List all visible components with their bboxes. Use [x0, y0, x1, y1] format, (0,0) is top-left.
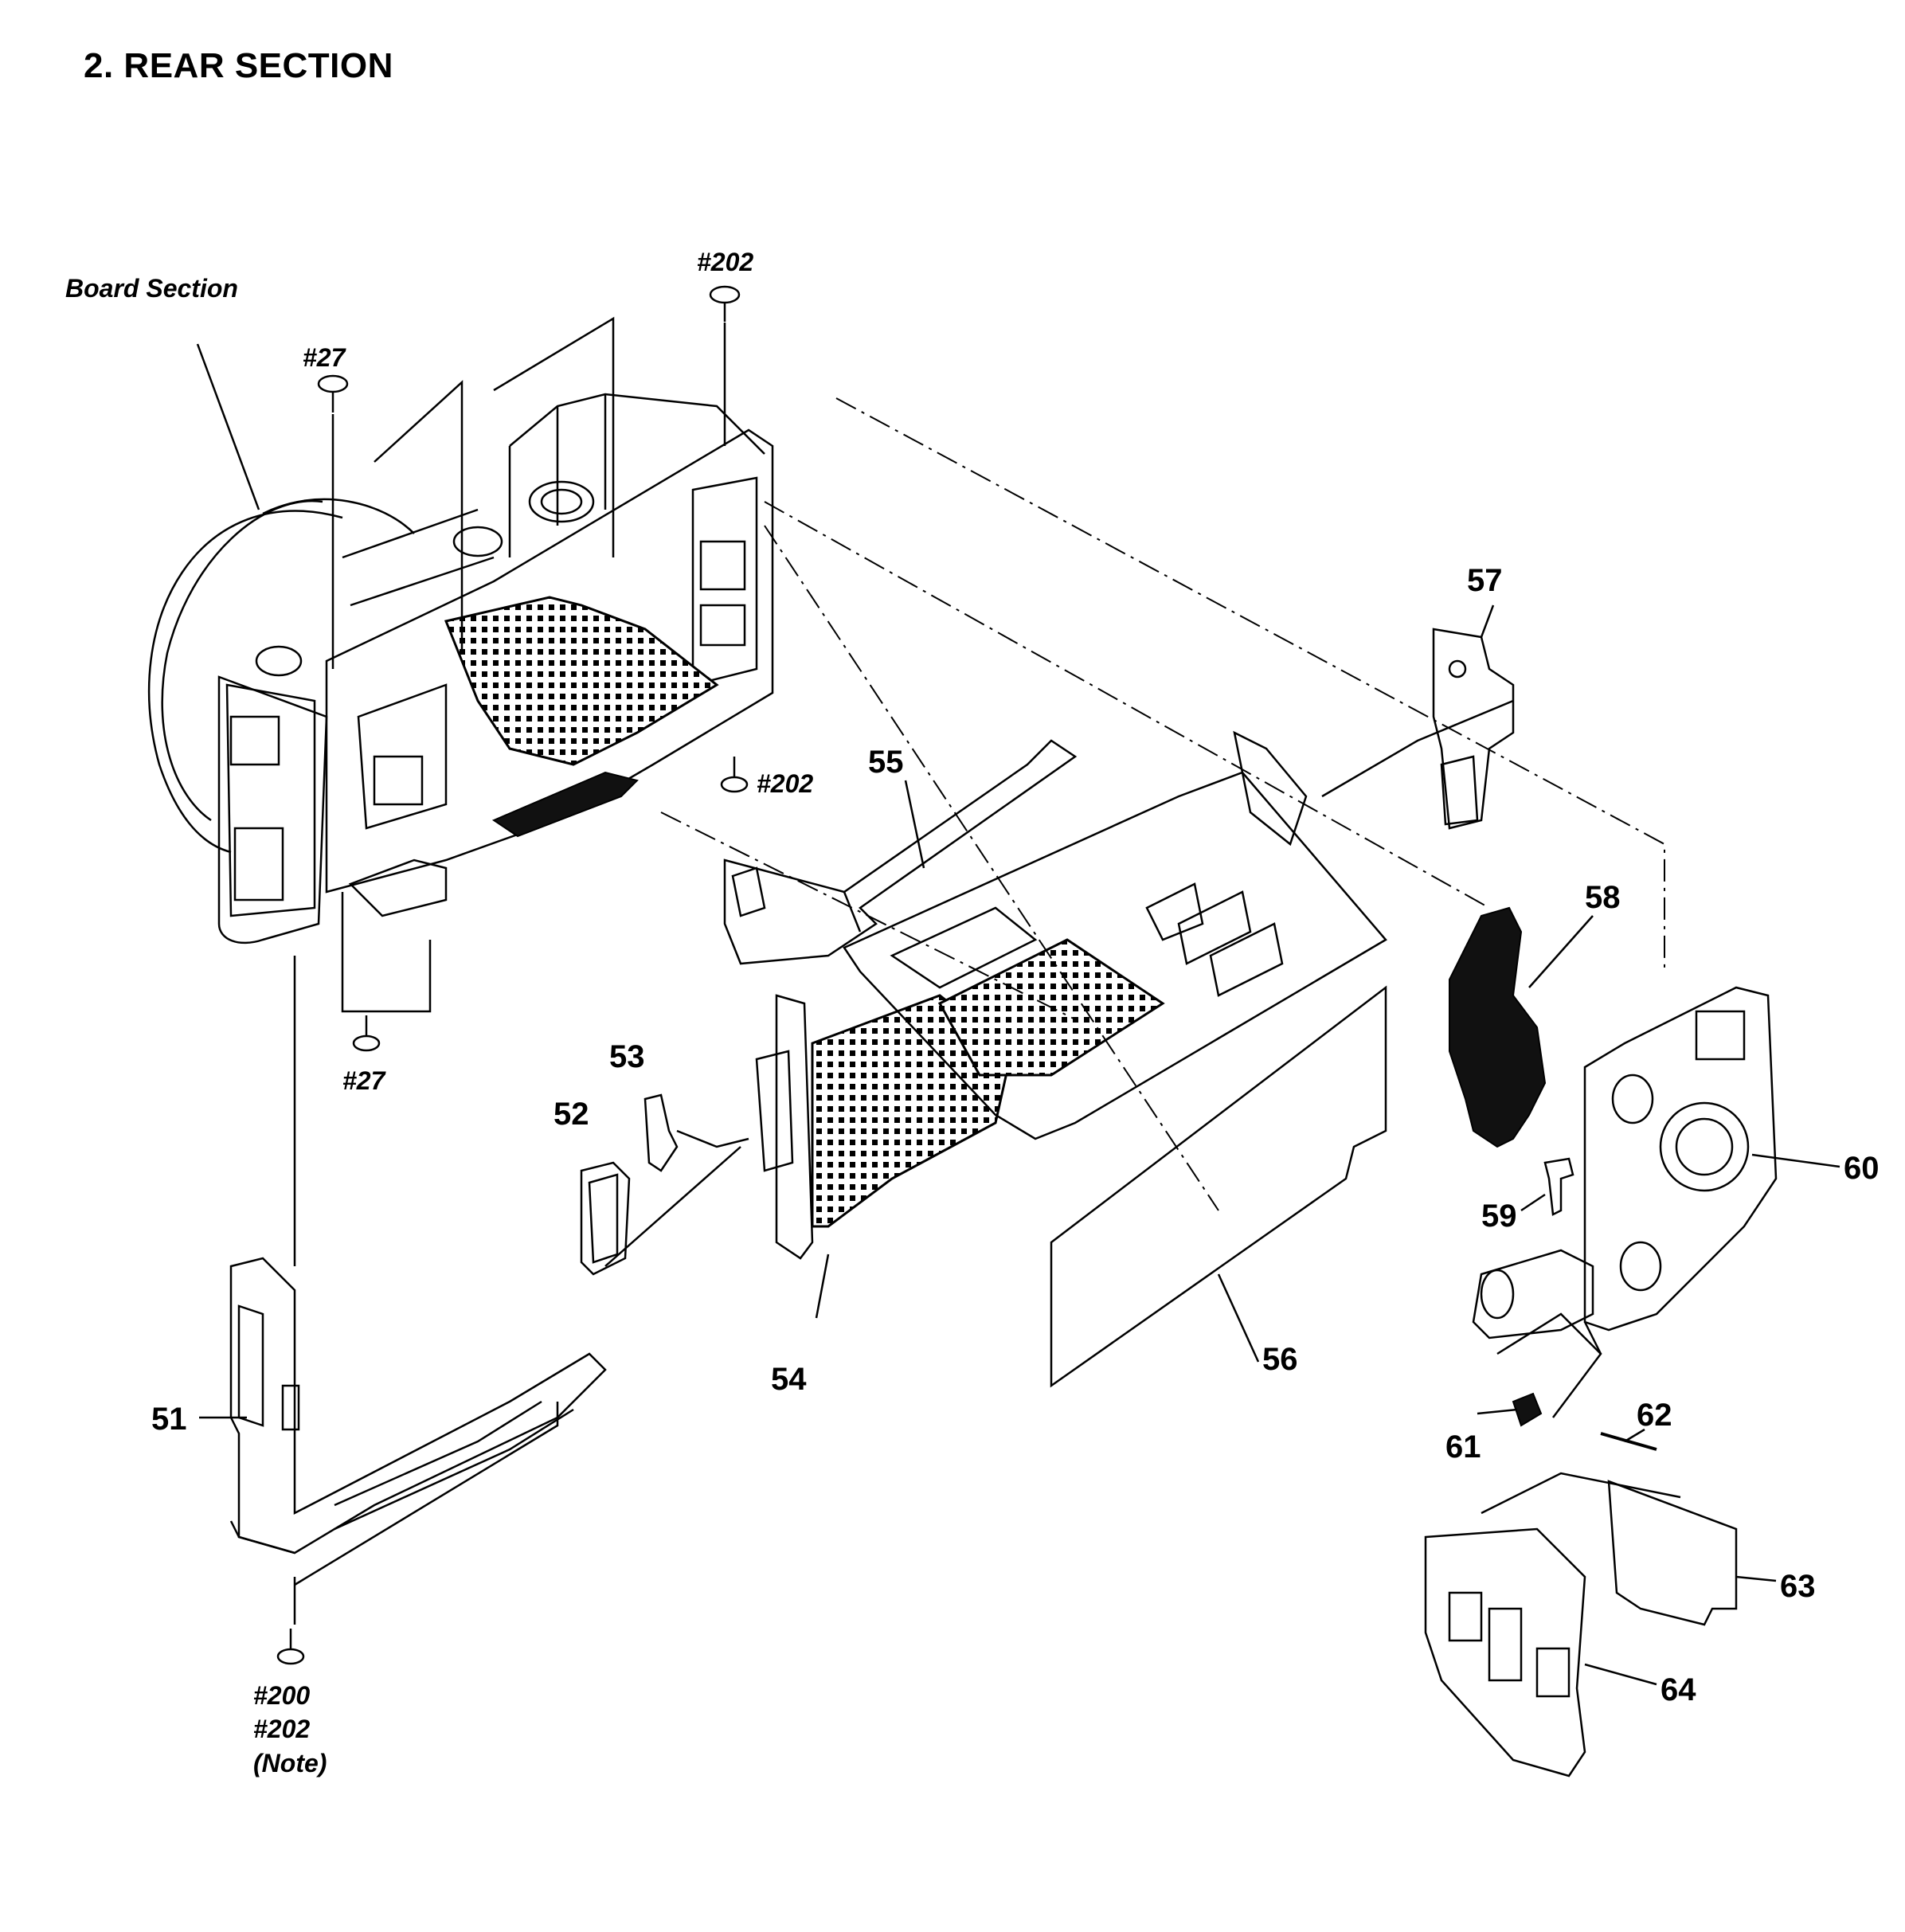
part-label-55: 55	[868, 745, 904, 780]
board-section-leader	[196, 343, 260, 510]
part-55-bracket	[723, 739, 1078, 965]
part-label-53: 53	[609, 1039, 645, 1074]
flex-cable	[444, 596, 719, 766]
part-53-clip	[643, 1093, 679, 1172]
part-label-64: 64	[1661, 1672, 1696, 1707]
part-56-sheet	[1050, 985, 1387, 1388]
hinge-assembly	[1472, 1249, 1657, 1451]
assembly-lines	[293, 316, 1681, 1625]
part-label-54: 54	[771, 1362, 807, 1397]
part-62-shaft	[1600, 1432, 1657, 1451]
screw-label-200: #200	[253, 1681, 310, 1710]
part-51-frame	[229, 1257, 607, 1555]
page-title: 2. REAR SECTION	[84, 46, 393, 85]
part-52-cover	[580, 1161, 631, 1276]
part-label-62: 62	[1637, 1398, 1672, 1433]
screw-label-202-top: #202	[697, 248, 753, 276]
part-59-pin	[1543, 1157, 1574, 1216]
screw-202-top	[709, 285, 741, 322]
screw-label-202-bottom: #202	[253, 1715, 310, 1743]
screw-label-27-top: #27	[303, 343, 347, 372]
part-label-60: 60	[1844, 1151, 1880, 1186]
part-label-52: 52	[554, 1097, 589, 1132]
part-label-51: 51	[151, 1402, 187, 1437]
part-label-56: 56	[1262, 1342, 1298, 1377]
board-section-label: Board Section	[65, 274, 238, 303]
screw-202-mid	[720, 757, 749, 793]
part-60-cover	[1583, 986, 1778, 1332]
part-label-63: 63	[1780, 1569, 1816, 1604]
part-label-58: 58	[1585, 880, 1621, 915]
part-61-spring	[1512, 1392, 1543, 1427]
screw-27-lower	[352, 1015, 381, 1052]
part-label-57: 57	[1467, 563, 1503, 598]
screw-label-note: (Note)	[253, 1749, 327, 1778]
part-label-61: 61	[1445, 1429, 1481, 1465]
board-section-assembly	[147, 393, 774, 944]
screw-label-202-mid: #202	[757, 769, 813, 798]
part-label-59: 59	[1481, 1199, 1517, 1234]
part-57-bracket	[1432, 628, 1515, 830]
part-63-sheet	[1607, 1480, 1738, 1626]
screw-label-27-lower: #27	[342, 1066, 387, 1095]
screw-200-bottom	[276, 1629, 305, 1665]
leaders	[199, 604, 1840, 1686]
part-64-cover	[1424, 1527, 1586, 1778]
part-58-gasket	[1449, 906, 1547, 1148]
screw-27-top	[317, 374, 349, 413]
